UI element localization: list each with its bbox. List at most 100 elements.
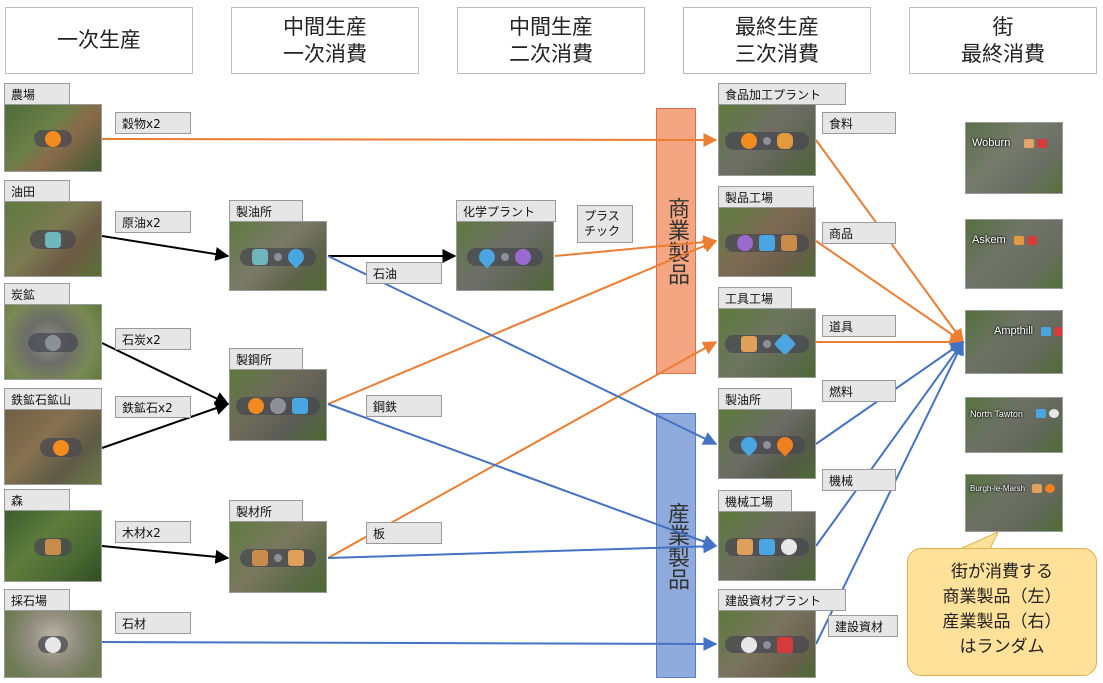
output-label-tools: 道具 — [822, 315, 896, 337]
steel-icon — [759, 234, 775, 251]
wrench-icon — [773, 332, 797, 355]
arrow-icon — [763, 640, 771, 649]
town-name: Askem — [972, 234, 1006, 246]
output-label-stone: 石材 — [115, 612, 191, 634]
grain-icon — [45, 130, 61, 147]
planks-icon — [288, 549, 304, 566]
facility-label-goods-factory: 製品工場 — [718, 186, 814, 208]
facility-tile-farm[interactable] — [4, 104, 102, 172]
facility-label-quarry: 採石場 — [4, 589, 70, 611]
facility-label-refinery: 製油所 — [229, 200, 303, 222]
output-label-crude: 原油x2 — [115, 211, 191, 233]
arrow-icon — [274, 252, 282, 261]
arrow-icon — [763, 136, 771, 145]
town-tile-north-tawton[interactable]: North Tawton — [965, 397, 1063, 453]
wood-icon — [45, 538, 61, 555]
facility-tile-food-plant[interactable] — [718, 104, 816, 176]
facility-tile-tool-factory[interactable] — [718, 308, 816, 378]
stone-icon — [741, 636, 757, 653]
facility-tile-oilfield[interactable] — [4, 201, 102, 277]
facility-label-chemical-plant: 化学プラント — [456, 200, 556, 222]
arrow-crude-to-refinery — [101, 235, 230, 261]
fuel-badge-icon — [1045, 484, 1055, 493]
town-tile-burgh-le-marsh[interactable]: Burgh-le-Marsh — [965, 474, 1063, 532]
output-label-plastic: プラス チック — [577, 205, 633, 243]
output-label-planks: 板 — [366, 522, 442, 544]
arrow-steel-to-machinery — [327, 403, 718, 549]
arrow-oil-to-fuel — [327, 255, 718, 445]
arrow-icon — [501, 252, 509, 261]
arrow-icon — [763, 339, 771, 348]
facility-label-food-plant: 食品加工プラント — [718, 83, 846, 105]
output-label-machinery: 機械 — [822, 469, 896, 491]
facility-tile-machinery-factory[interactable] — [718, 511, 816, 581]
town-name: North Tawton — [970, 409, 1023, 419]
steel-icon — [759, 538, 775, 555]
goods-icon — [781, 234, 797, 251]
steel-icon — [292, 397, 308, 414]
plastic-icon — [515, 248, 531, 265]
facility-tile-chemical-plant[interactable] — [456, 221, 554, 291]
facility-label-machinery-factory: 機械工場 — [718, 490, 792, 512]
arrow-machinery-to-town — [815, 340, 964, 547]
facility-label-ironmine: 鉄鉱石鉱山 — [4, 388, 102, 410]
output-label-steel: 鋼鉄 — [366, 395, 442, 417]
stage-header-town: 街 最終消費 — [909, 7, 1097, 74]
facility-label-forest: 森 — [4, 489, 70, 511]
output-label-construction: 建設資材 — [828, 615, 898, 637]
facility-tile-coalmine[interactable] — [4, 304, 102, 380]
facility-tile-goods-factory[interactable] — [718, 207, 816, 277]
facility-tile-sawmill[interactable] — [229, 521, 327, 593]
commercial-products-bar: 商業製品 — [656, 108, 696, 374]
iron-ore-icon — [248, 397, 264, 414]
gear-icon — [781, 538, 797, 555]
output-label-coal: 石炭x2 — [115, 328, 191, 350]
stage-header-final: 最終生産 三次消費 — [683, 7, 871, 74]
wrench-badge-icon — [1036, 409, 1046, 418]
planks-icon — [737, 538, 753, 555]
town-tile-ampthill[interactable]: Ampthill — [965, 310, 1063, 374]
facility-tile-fuel-refinery[interactable] — [718, 409, 816, 479]
town-name: Burgh-le-Marsh — [970, 484, 1026, 493]
town-tile-woburn[interactable]: Woburn — [965, 122, 1063, 194]
oil-drop-icon — [737, 433, 761, 456]
facility-label-fuel-refinery: 製油所 — [718, 388, 792, 410]
arrow-stone-to-construction — [101, 636, 718, 651]
facility-tile-forest[interactable] — [4, 510, 102, 582]
facility-tile-steelmill[interactable] — [229, 369, 327, 441]
facility-tile-ironmine[interactable] — [4, 409, 102, 485]
goods-badge-icon — [1024, 139, 1034, 148]
oil-drop-icon — [475, 245, 499, 268]
food-badge-icon — [1014, 236, 1024, 245]
facility-label-tool-factory: 工具工場 — [718, 287, 792, 309]
stone-icon — [45, 636, 61, 653]
output-label-wood: 木材x2 — [115, 521, 191, 543]
construction-badge-icon — [1054, 327, 1062, 336]
facility-tile-quarry[interactable] — [4, 610, 102, 678]
arrow-plastic-to-goods — [554, 235, 718, 257]
town-tile-askem[interactable]: Askem — [965, 219, 1063, 289]
wood-icon — [252, 549, 268, 566]
arrow-icon — [274, 553, 282, 562]
construction-materials-icon — [777, 636, 793, 653]
arrow-icon — [763, 440, 771, 449]
note-callout: 街が消費する 商業製品（左） 産業製品（右） はランダム — [907, 548, 1097, 676]
facility-label-sawmill: 製材所 — [229, 500, 303, 522]
stage-header-intermediate-1: 中間生産 一次消費 — [231, 7, 419, 74]
facility-tile-construction-plant[interactable] — [718, 610, 816, 678]
facility-label-steelmill: 製鋼所 — [229, 348, 303, 370]
oil-drop-icon — [284, 245, 308, 268]
arrow-planks-to-machinery — [327, 539, 718, 559]
arrow-goods-to-town — [815, 240, 965, 343]
industrial-products-bar: 産業製品 — [656, 413, 696, 678]
output-label-ironore: 鉄鉱石x2 — [115, 396, 191, 418]
iron-ore-icon — [52, 439, 69, 456]
arrow-grain-to-food — [101, 132, 718, 147]
construction-badge-icon — [1027, 236, 1037, 245]
planks-badge-icon — [1032, 484, 1042, 493]
facility-tile-refinery[interactable] — [229, 221, 327, 291]
gear-badge-icon — [1049, 409, 1059, 418]
output-label-food: 食料 — [822, 112, 896, 134]
output-label-fuel: 燃料 — [822, 380, 896, 402]
stage-header-primary: 一次生産 — [5, 7, 193, 74]
